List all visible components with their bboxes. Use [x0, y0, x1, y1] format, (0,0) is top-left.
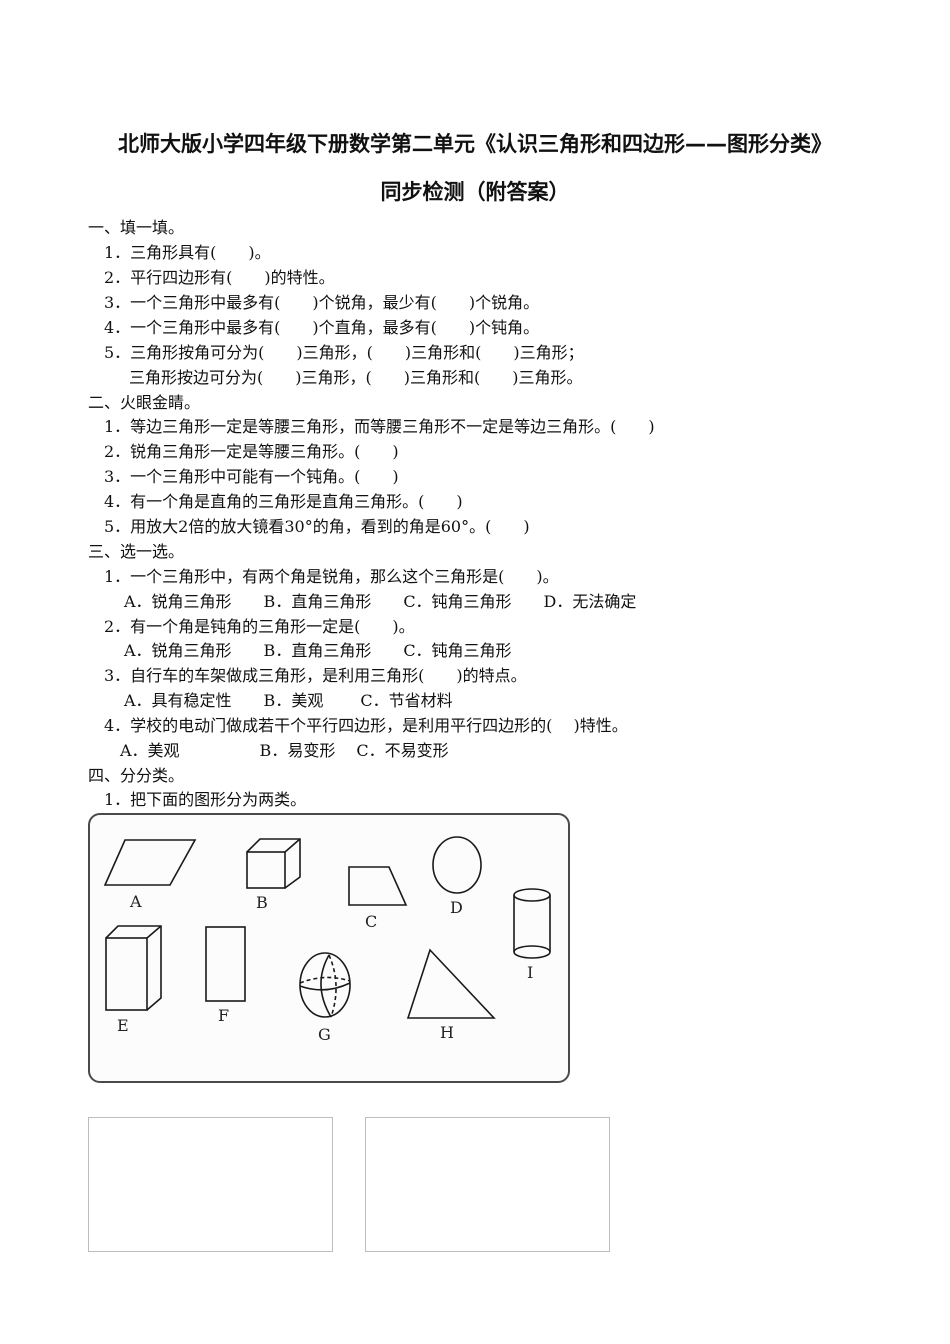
question-item: 1．三角形具有( )。: [104, 243, 271, 262]
answer-box-category-1[interactable]: [88, 1117, 333, 1252]
section-heading-classify: 四、分分类。: [88, 766, 185, 785]
document-subtitle: 同步检测（附答案）: [380, 180, 570, 204]
shapes-figure-panel: A B C D I E: [88, 813, 570, 1083]
question-item: 3．一个三角形中可能有一个钝角。( ): [104, 467, 399, 486]
svg-text:D: D: [450, 898, 463, 917]
cube-icon: B: [246, 838, 301, 912]
choice-options: A．具有稳定性 B．美观 C．节省材料: [124, 691, 453, 710]
circle-icon: D: [432, 836, 482, 917]
choice-options: A．锐角三角形 B．直角三角形 C．钝角三角形 D．无法确定: [124, 592, 637, 611]
cylinder-icon: I: [513, 888, 551, 982]
question-item: 4．有一个角是直角的三角形是直角三角形。( ): [104, 492, 463, 511]
svg-text:I: I: [527, 963, 533, 982]
question-item: 2．平行四边形有( )的特性。: [104, 268, 335, 287]
answer-box-category-2[interactable]: [365, 1117, 610, 1252]
document-title: 北师大版小学四年级下册数学第二单元《认识三角形和四边形——图形分类》: [118, 132, 832, 156]
question-item: 2．有一个角是钝角的三角形一定是( )。: [104, 617, 415, 636]
svg-text:A: A: [129, 892, 142, 911]
choice-options: A．锐角三角形 B．直角三角形 C．钝角三角形: [124, 641, 512, 660]
svg-text:G: G: [318, 1025, 331, 1044]
triangle-icon: H: [406, 948, 496, 1042]
question-item: 4．学校的电动门做成若干个平行四边形，是利用平行四边形的( )特性。: [104, 716, 628, 735]
sphere-icon: G: [299, 952, 351, 1044]
question-item: 4．一个三角形中最多有( )个直角，最多有( )个钝角。: [104, 318, 540, 337]
trapezoid-icon: C: [348, 866, 408, 931]
question-item: 1．把下面的图形分为两类。: [104, 790, 307, 809]
question-item-continued: 三角形按边可分为( )三角形，( )三角形和( )三角形。: [129, 368, 583, 387]
section-heading-fill: 一、填一填。: [88, 218, 185, 237]
svg-text:F: F: [218, 1006, 229, 1025]
parallelogram-icon: A: [103, 839, 197, 911]
choice-options: A．美观 B．易变形 C．不易变形: [120, 741, 449, 760]
question-item: 3．自行车的车架做成三角形，是利用三角形( )的特点。: [104, 666, 527, 685]
section-heading-judge: 二、火眼金睛。: [88, 393, 201, 412]
question-item: 5．三角形按角可分为( )三角形，( )三角形和( )三角形；: [104, 343, 584, 362]
svg-text:H: H: [440, 1023, 454, 1042]
svg-text:C: C: [365, 912, 377, 931]
question-item: 3．一个三角形中最多有( )个锐角，最少有( )个锐角。: [104, 293, 540, 312]
cuboid-icon: E: [105, 925, 162, 1035]
question-item: 1．等边三角形一定是等腰三角形，而等腰三角形不一定是等边三角形。( ): [104, 417, 655, 436]
svg-text:B: B: [256, 893, 268, 912]
svg-text:E: E: [117, 1016, 129, 1035]
rectangle-icon: F: [205, 926, 246, 1025]
question-item: 5．用放大2倍的放大镜看30°的角，看到的角是60°。( ): [104, 517, 530, 536]
section-heading-choose: 三、选一选。: [88, 542, 185, 561]
question-item: 1．一个三角形中，有两个角是锐角，那么这个三角形是( )。: [104, 567, 559, 586]
question-item: 2．锐角三角形一定是等腰三角形。( ): [104, 442, 399, 461]
